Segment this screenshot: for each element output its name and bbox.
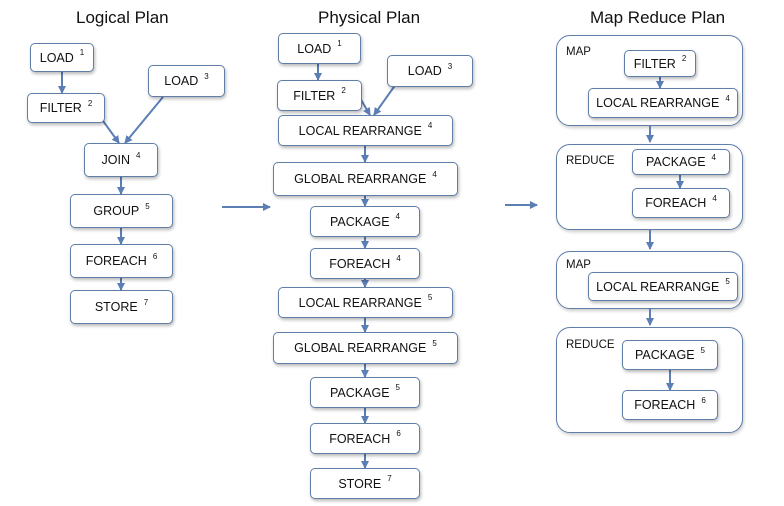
node-number: 4 [432, 169, 437, 179]
logical-join-4-node: JOIN 4 [84, 143, 158, 177]
mr-foreach-4-node: FOREACH 4 [632, 188, 730, 218]
node-number: 5 [395, 383, 400, 392]
mr-reduce-label-1: REDUCE [566, 155, 615, 167]
node-number: 4 [725, 93, 730, 103]
node-label: FOREACH [645, 196, 707, 210]
physical-package-5-node: PACKAGE 5 [310, 377, 420, 408]
node-number: 1 [79, 48, 85, 57]
node-number: 6 [701, 395, 706, 405]
node-label: PACKAGE [646, 155, 706, 169]
logical-store-7-node: STORE 7 [70, 290, 173, 324]
physical-filter-2-node: FILTER 2 [277, 80, 362, 111]
node-number: 5 [700, 345, 705, 355]
node-label: LOCAL REARRANGE [596, 96, 720, 110]
mr-filter-2-node: FILTER 2 [624, 50, 696, 77]
node-number: 4 [396, 254, 401, 263]
node-number: 5 [725, 277, 730, 286]
mr-foreach-6-node: FOREACH 6 [622, 390, 718, 420]
node-label: JOIN [101, 153, 131, 167]
node-label: LOCAL REARRANGE [298, 123, 422, 138]
physical-load-1-node: LOAD 1 [278, 33, 361, 64]
node-label: FILTER [633, 56, 676, 71]
node-number: 2 [87, 98, 93, 108]
mr-package-4-node: PACKAGE 4 [632, 149, 730, 175]
node-number: 3 [204, 71, 209, 81]
node-number: 4 [136, 150, 141, 160]
node-number: 2 [341, 86, 346, 95]
logical-load-3-node: LOAD 3 [148, 65, 225, 97]
physical-plan-title: Physical Plan [318, 8, 421, 27]
node-number: 4 [395, 212, 400, 221]
node-number: 4 [712, 193, 717, 203]
node-label: LOAD [39, 50, 74, 65]
node-number: 3 [447, 61, 453, 71]
node-label: LOCAL REARRANGE [596, 279, 720, 294]
physical-local-rearrange-5-node: LOCAL REARRANGE 5 [278, 287, 453, 318]
node-label: FILTER [39, 101, 82, 115]
node-number: 5 [432, 338, 437, 348]
node-label: FILTER [293, 88, 336, 103]
node-number: 4 [711, 152, 716, 162]
mr-package-5-node: PACKAGE 5 [622, 340, 718, 370]
mr-map-label-2: MAP [566, 259, 591, 271]
physical-foreach-4-node: FOREACH 4 [310, 248, 420, 279]
node-label: GLOBAL REARRANGE [294, 341, 427, 355]
physical-global-rearrange-5-node: GLOBAL REARRANGE 5 [273, 332, 458, 364]
logical-plan-title: Logical Plan [76, 8, 169, 27]
mr-local-rearrange-5-node: LOCAL REARRANGE 5 [588, 272, 738, 301]
logical-filter-2-node: FILTER 2 [27, 93, 105, 123]
mr-map-label-1: MAP [566, 46, 591, 58]
node-label: FOREACH [329, 256, 391, 271]
map-reduce-plan-title: Map Reduce Plan [590, 8, 726, 27]
node-label: PACKAGE [330, 385, 390, 400]
node-label: FOREACH [634, 398, 696, 412]
node-number: 2 [681, 54, 687, 63]
node-number: 1 [337, 39, 342, 48]
node-number: 4 [427, 121, 433, 130]
node-label: LOAD [164, 74, 199, 88]
logical-group-5-node: GROUP 5 [70, 194, 173, 228]
physical-foreach-6-node: FOREACH 6 [310, 423, 420, 454]
physical-load-3-node: LOAD 3 [387, 55, 473, 87]
node-label: LOCAL REARRANGE [298, 295, 422, 310]
node-number: 5 [427, 293, 433, 302]
node-label: STORE [94, 300, 138, 314]
node-label: FOREACH [85, 254, 147, 268]
physical-package-4-node: PACKAGE 4 [310, 206, 420, 237]
mr-local-rearrange-4-node: LOCAL REARRANGE 4 [588, 88, 738, 118]
node-label: LOAD [297, 41, 332, 56]
logical-foreach-6-node: FOREACH 6 [70, 244, 173, 278]
node-number: 7 [143, 297, 149, 307]
physical-local-rearrange-4-node: LOCAL REARRANGE 4 [278, 115, 453, 146]
node-label: LOAD [407, 64, 442, 78]
mr-reduce-label-2: REDUCE [566, 339, 615, 351]
node-number: 6 [396, 429, 401, 438]
node-number: 5 [145, 201, 150, 211]
node-label: STORE [338, 476, 382, 491]
physical-global-rearrange-4-node: GLOBAL REARRANGE 4 [273, 162, 458, 196]
node-label: GROUP [93, 204, 140, 218]
physical-store-7-node: STORE 7 [310, 468, 420, 499]
logical-load-1-node: LOAD 1 [30, 43, 94, 72]
node-label: PACKAGE [330, 214, 390, 229]
node-label: FOREACH [329, 431, 391, 446]
node-label: PACKAGE [635, 348, 695, 362]
node-number: 6 [152, 251, 158, 261]
node-number: 7 [387, 474, 392, 483]
node-label: GLOBAL REARRANGE [294, 172, 427, 186]
